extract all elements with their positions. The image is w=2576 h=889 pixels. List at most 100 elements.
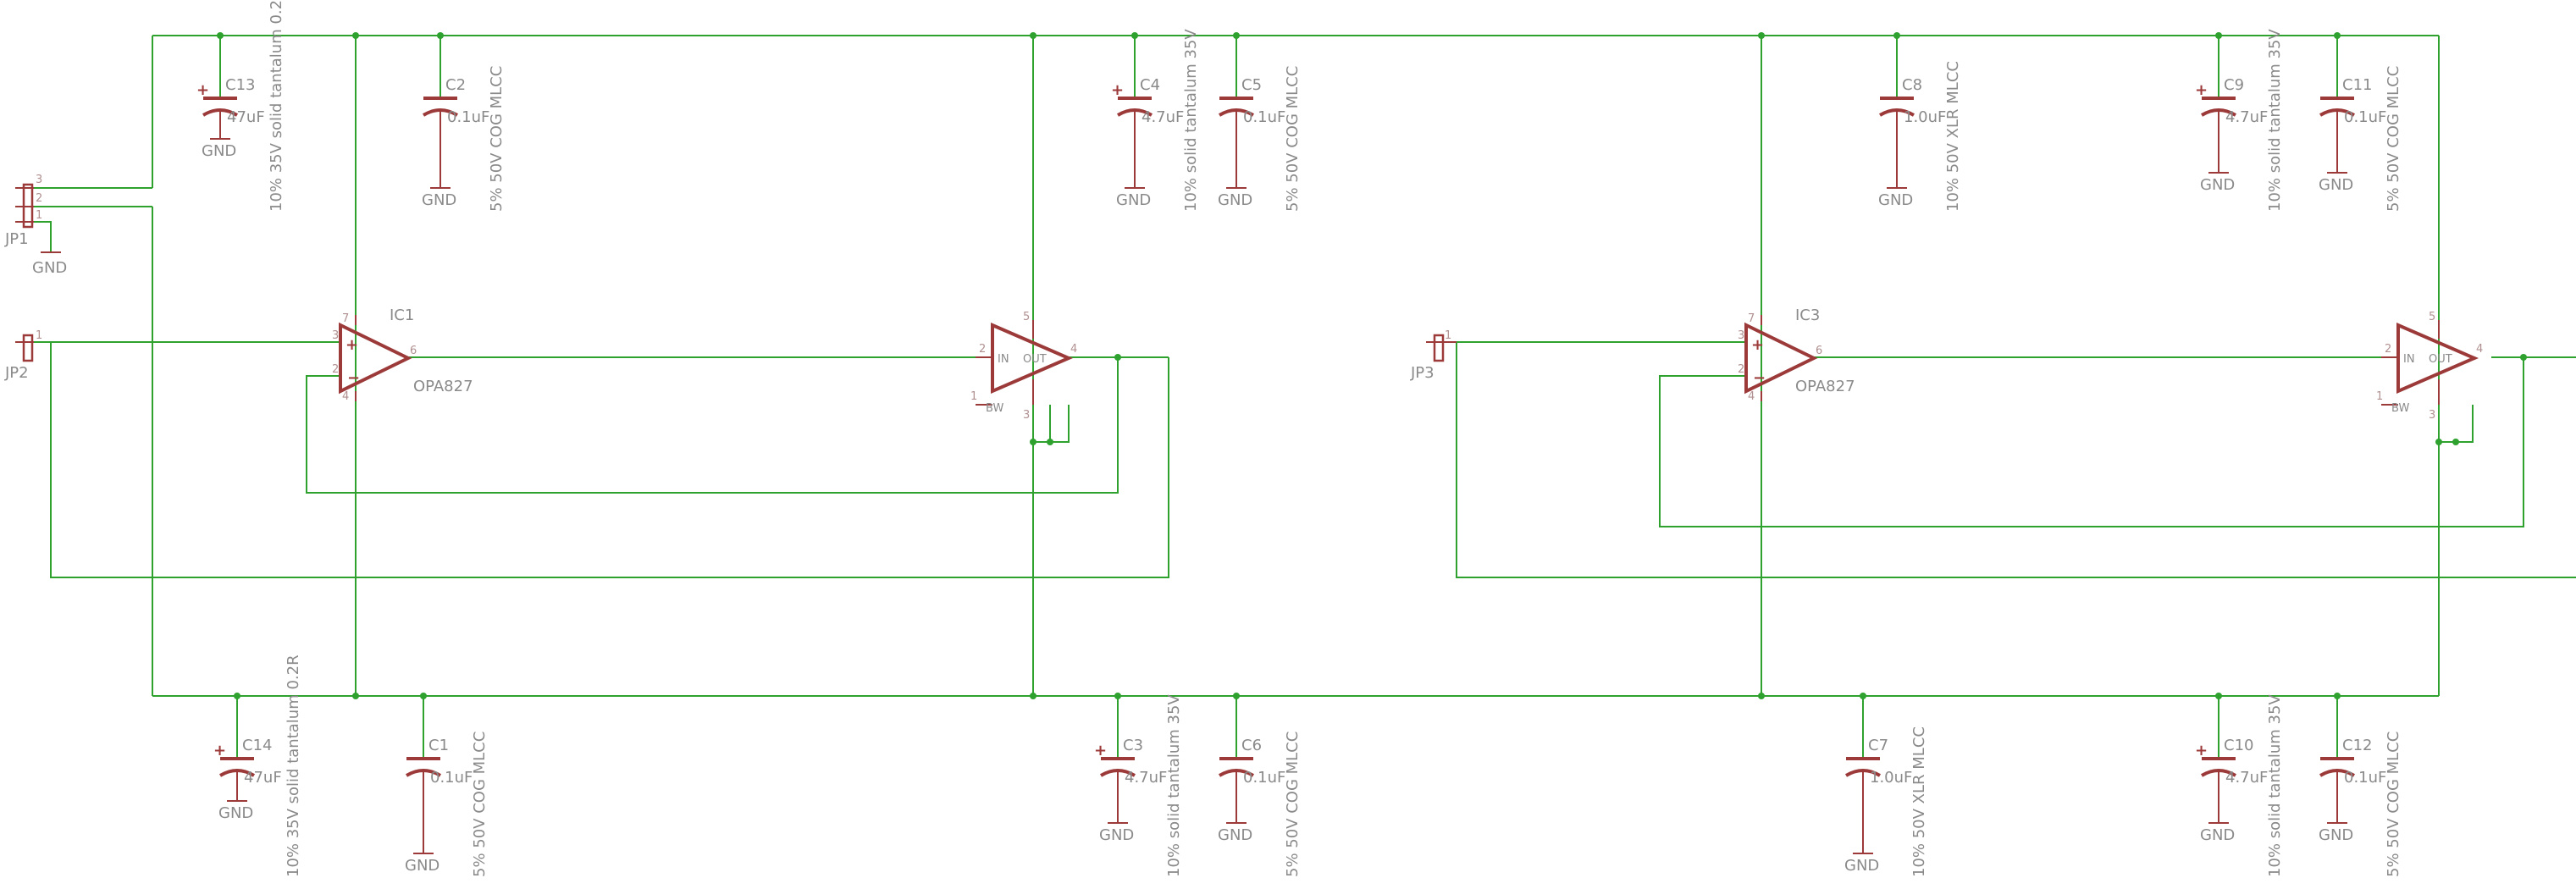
capacitor-c5: C5 0.1uF GND 5% 50V COG MLCC <box>1218 36 1302 212</box>
ic1-pin-vplus: 7 <box>342 312 349 325</box>
buffer2-pin-vee: 3 <box>2429 409 2435 422</box>
capacitor-value: 0.1uF <box>1243 108 1285 126</box>
ic1-pin-out: 6 <box>410 345 417 357</box>
capacitor-value: 1.0uF <box>1870 769 1912 787</box>
capacitor-ref: C6 <box>1241 737 1262 754</box>
buffer2-pin-in: 2 <box>2385 343 2391 356</box>
gnd-label: GND <box>405 857 439 875</box>
jp1-pin-1: 1 <box>36 209 42 222</box>
capacitor-ref: C2 <box>445 76 466 94</box>
gnd-label: GND <box>2200 176 2235 194</box>
ic1-plus: + <box>345 336 358 354</box>
ic3-ref: IC3 <box>1795 306 1820 324</box>
capacitor-description: 5% 50V COG MLCC <box>1284 732 1302 877</box>
ic3-pin-plus: 3 <box>1738 329 1744 342</box>
capacitor-ref: C1 <box>428 737 449 754</box>
ic1-value: OPA827 <box>413 378 473 395</box>
ic1-pin-vminus: 4 <box>342 390 349 403</box>
buffer-2: IN OUT 2 4 5 3 1 BW <box>2376 311 2483 422</box>
gnd-label: GND <box>1218 191 1252 209</box>
buffer1-pin-vcc: 5 <box>1023 311 1030 323</box>
buffer1-bw-label: BW <box>986 402 1003 415</box>
jp2-pin-1: 1 <box>36 329 42 342</box>
opamp-ic3: + − 3 2 7 4 6 IC3 OPA827 <box>1738 306 1855 403</box>
jp1-ref: JP1 <box>4 230 29 248</box>
capacitor-c3: + C3 4.7uF GND 10% solid tantalum 35V <box>1094 694 1183 877</box>
capacitor-ref: C12 <box>2342 737 2372 754</box>
capacitor-ref: C5 <box>1241 76 1262 94</box>
capacitor-value: 47uF <box>244 769 282 787</box>
capacitor-c4: + C4 4.7uF GND 10% solid tantalum 35V <box>1111 29 1200 212</box>
connector-jp1: 3 2 1 JP1 GND <box>4 174 67 277</box>
capacitor-ref: C13 <box>225 76 255 94</box>
capacitor-value: 0.1uF <box>1243 769 1285 787</box>
capacitor-description: 10% solid tantalum 35V <box>1165 694 1183 877</box>
jp3-ref: JP3 <box>1410 364 1434 382</box>
capacitor-value: 4.7uF <box>1142 108 1184 126</box>
ic1-pin-minus: 2 <box>332 363 339 376</box>
signal-wires <box>34 341 2576 578</box>
capacitor-value: 0.1uF <box>447 108 489 126</box>
buffer2-pin-out: 4 <box>2476 343 2483 356</box>
ic3-minus: − <box>1753 369 1766 387</box>
capacitor-c13: + C13 47uF GND 10% 35V solid tantalum 0.2R <box>196 0 285 212</box>
capacitor-ref: C9 <box>2224 76 2244 94</box>
capacitor-description: 5% 50V COG MLCC <box>471 732 489 877</box>
capacitor-value: 4.7uF <box>1125 769 1167 787</box>
capacitor-ref: C10 <box>2224 737 2253 754</box>
capacitor-ref: C4 <box>1140 76 1160 94</box>
capacitor-ref: C3 <box>1123 737 1143 754</box>
connector-jp2: 1 JP2 <box>4 329 42 382</box>
buffer1-pin-vee: 3 <box>1023 409 1030 422</box>
buffer1-pin-out: 4 <box>1070 343 1077 356</box>
ic3-plus: + <box>1751 336 1764 354</box>
ic3-value: OPA827 <box>1795 378 1855 395</box>
buffer2-out-label: OUT <box>2429 353 2452 366</box>
gnd-label: GND <box>1116 191 1151 209</box>
polarity-plus-icon: + <box>1111 81 1124 99</box>
gnd-label: GND <box>1099 826 1134 844</box>
gnd-label: GND <box>202 142 236 160</box>
gnd-label: GND <box>2319 176 2353 194</box>
opamp-ic1: + − 3 2 7 4 6 IC1 OPA827 <box>332 306 473 403</box>
capacitor-description: 5% 50V COG MLCC <box>2385 66 2402 212</box>
capacitor-description: 10% solid tantalum 35V <box>2266 694 2284 877</box>
buffer1-out-label: OUT <box>1023 353 1047 366</box>
buffer2-bw-label: BW <box>2391 402 2409 415</box>
buffer-1: IN OUT 2 4 5 3 1 BW <box>970 311 1077 422</box>
junctions <box>217 32 2527 699</box>
ic3-pin-out: 6 <box>1816 345 1822 357</box>
buffer1-pin-bw: 1 <box>970 390 977 403</box>
capacitor-description: 10% 35V solid tantalum 0.2R <box>268 0 285 212</box>
buffer1-pin-in: 2 <box>979 343 986 356</box>
polarity-plus-icon: + <box>1094 742 1107 759</box>
gnd-label: GND <box>218 804 253 822</box>
power-rails <box>34 35 2440 697</box>
capacitor-value: 47uF <box>227 108 265 126</box>
capacitor-ref: C7 <box>1868 737 1888 754</box>
jp1-pin-3: 3 <box>36 174 42 186</box>
capacitor-description: 5% 50V COG MLCC <box>2385 732 2402 877</box>
capacitor-value: 0.1uF <box>2344 108 2386 126</box>
buffer2-pin-bw: 1 <box>2376 390 2383 403</box>
capacitor-description: 10% solid tantalum 35V <box>1182 29 1200 212</box>
gnd-label: GND <box>422 191 456 209</box>
capacitor-description: 5% 50V COG MLCC <box>1284 66 1302 212</box>
gnd-label: GND <box>2319 826 2353 844</box>
capacitor-ref: C11 <box>2342 76 2372 94</box>
capacitor-ref: C14 <box>242 737 272 754</box>
ic1-minus: − <box>347 369 360 387</box>
capacitor-description: 10% 50V XLR MLCC <box>1944 61 1962 212</box>
connector-jp3: 1 JP3 <box>1410 329 1457 382</box>
capacitor-value: 1.0uF <box>1904 108 1946 126</box>
polarity-plus-icon: + <box>196 81 209 99</box>
